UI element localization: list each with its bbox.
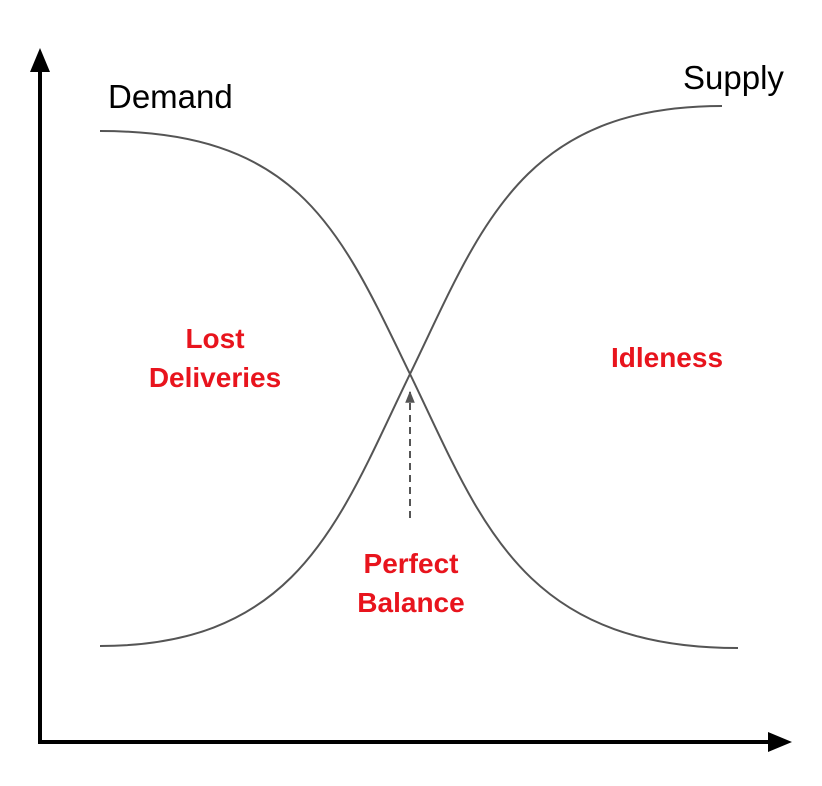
lost-deliveries-line1: Lost (185, 323, 244, 354)
perfect-balance-label: Perfect Balance (357, 548, 464, 618)
demand-label: Demand (108, 78, 233, 115)
lost-deliveries-region-label: Lost Deliveries (149, 323, 281, 393)
curves (99, 105, 739, 649)
axes (30, 48, 792, 752)
perfect-balance-line2: Balance (357, 587, 464, 618)
x-axis-arrowhead (768, 732, 792, 752)
lost-deliveries-line2: Deliveries (149, 362, 281, 393)
y-axis-arrowhead (30, 48, 50, 72)
supply-curve (99, 105, 723, 647)
idleness-region-label: Idleness (611, 342, 723, 373)
perfect-balance-line1: Perfect (364, 548, 459, 579)
supply-label: Supply (683, 59, 784, 96)
